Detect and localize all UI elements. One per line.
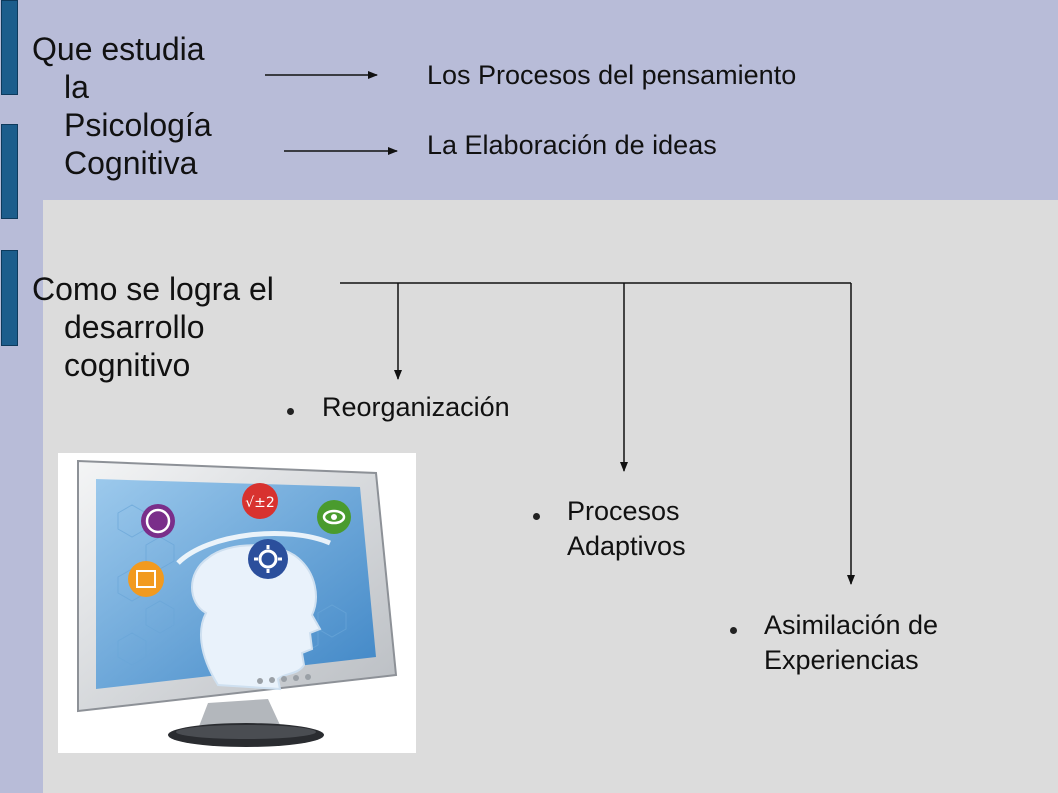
monitor-illustration: √±2 <box>58 453 416 753</box>
item-asimilacion-experiencias: Asimilación de Experiencias <box>764 608 938 678</box>
heading-line: Como se logra el <box>32 271 274 307</box>
item-line: Adaptivos <box>567 531 686 561</box>
heading-que-estudia: Que estudia la Psicología Cognitiva <box>32 30 212 182</box>
math-badge-text: √±2 <box>245 495 275 511</box>
bullet-icon <box>730 627 737 634</box>
item-line: Procesos <box>567 496 680 526</box>
bullet-icon <box>287 408 294 415</box>
computer-monitor-head-icon: √±2 <box>77 459 398 747</box>
top-band <box>0 0 1058 200</box>
item-reorganizacion: Reorganización <box>322 390 510 425</box>
heading-line: Psicología <box>64 107 212 143</box>
heading-line: Cognitiva <box>64 145 198 181</box>
target-procesos-pensamiento: Los Procesos del pensamiento <box>427 60 797 90</box>
heading-line: la <box>64 69 89 105</box>
heading-como-se-logra: Como se logra el desarrollo cognitivo <box>32 270 274 384</box>
section-marker-3 <box>1 250 18 346</box>
item-line: Reorganización <box>322 392 510 422</box>
heading-line: Que estudia <box>32 31 205 67</box>
heading-line: desarrollo <box>64 309 205 345</box>
heading-line: cognitivo <box>64 347 191 383</box>
section-marker-1 <box>1 0 18 95</box>
target-elaboracion-ideas: La Elaboración de ideas <box>427 130 717 160</box>
item-line: Asimilación de <box>764 610 939 640</box>
item-procesos-adaptivos: Procesos Adaptivos <box>567 494 686 564</box>
section-marker-2 <box>1 124 18 219</box>
item-line: Experiencias <box>764 645 919 675</box>
bullet-icon <box>533 513 540 520</box>
